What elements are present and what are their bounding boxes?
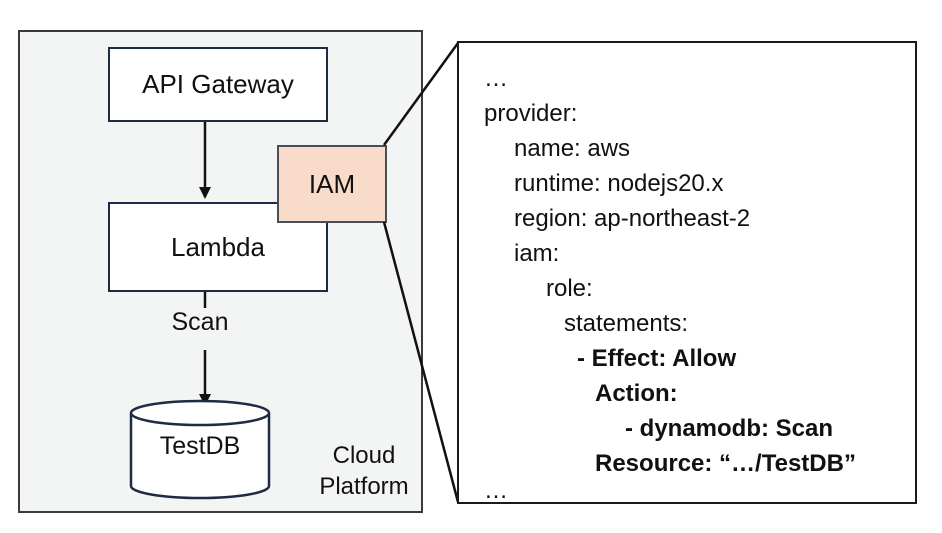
code-line: provider: (484, 100, 578, 127)
code-line: runtime: nodejs20.x (514, 170, 724, 197)
scan-label: Scan (160, 308, 240, 337)
code-line: region: ap-northeast-2 (514, 205, 751, 232)
code-line: … (484, 477, 508, 504)
code-line: name: aws (514, 135, 631, 162)
iam-node: IAM (277, 145, 387, 223)
code-line: role: (546, 275, 593, 302)
code-line: Resource: “…/TestDB” (595, 450, 856, 477)
testdb-cylinder (129, 399, 271, 500)
code-line: statements: (564, 310, 689, 337)
code-line: - dynamodb: Scan (625, 415, 834, 442)
callout-line-bottom (382, 221, 460, 503)
code-line: iam: (514, 240, 560, 267)
cloud-platform-label: Cloud Platform (319, 442, 409, 500)
lambda-label: Lambda (171, 231, 265, 262)
api-gateway-label: API Gateway (142, 69, 294, 99)
cloud-platform-box: API Gateway Lambda IAM (18, 30, 423, 513)
api-gateway-node: API Gateway (108, 47, 328, 122)
iam-label: IAM (308, 168, 356, 199)
code-line: - Effect: Allow (577, 345, 737, 372)
callout-line-top (382, 42, 460, 146)
serverless-config-box: … provider: name: aws runtime: nodejs20.… (457, 41, 917, 504)
testdb-label: TestDB (159, 432, 241, 460)
code-line: … (484, 65, 508, 92)
code-line: Action: (595, 380, 678, 407)
